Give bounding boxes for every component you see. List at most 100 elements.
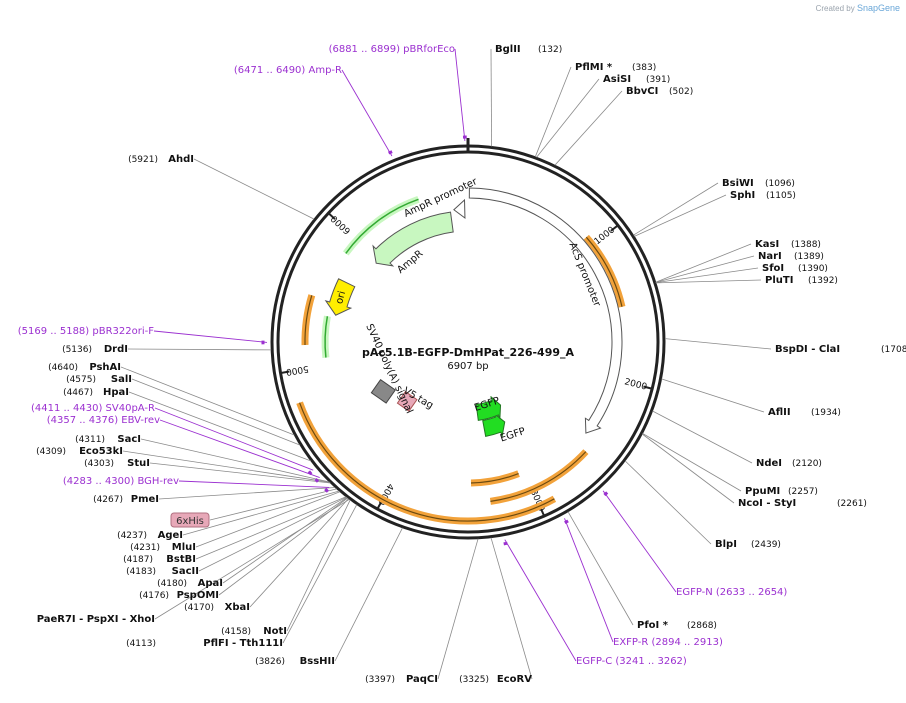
site-leader xyxy=(656,244,751,282)
site-position: (4309) xyxy=(36,447,66,457)
site-position: (4237) xyxy=(117,531,147,541)
site-name: ApaI xyxy=(198,578,223,589)
primer-mark xyxy=(565,521,568,523)
site-position: (4170) xyxy=(184,603,214,613)
site-bstbi: BstBI(4187) xyxy=(123,497,346,565)
site-bglii: BglII(132) xyxy=(491,44,562,146)
site-bspdi: BspDI - ClaI (1708) xyxy=(665,339,906,355)
site-leader xyxy=(159,488,335,500)
site-position: (2120) xyxy=(792,459,822,469)
site-position: (2261) xyxy=(837,499,867,509)
site-name: SacI xyxy=(117,434,141,445)
site-leader xyxy=(634,183,719,235)
site-name: AsiSI xyxy=(603,74,631,85)
site-leader xyxy=(568,512,633,625)
site-position: (4267) xyxy=(93,495,123,505)
site-leader xyxy=(625,461,711,544)
site-paqci: PaqCI (3397) xyxy=(365,539,478,685)
site-position: (4640) xyxy=(48,363,78,373)
site-name: PfoI * xyxy=(637,620,669,631)
backbone-outer xyxy=(272,146,664,538)
site-position: (1096) xyxy=(765,179,795,189)
primer-label: (4357 .. 4376) EBV-rev xyxy=(47,415,160,426)
site-position: (3397) xyxy=(365,675,395,685)
site-name: XbaI xyxy=(225,602,250,613)
primer-2: (5169 .. 5188) pBR322ori-F xyxy=(18,326,267,344)
site-name: PaqCI xyxy=(406,674,438,685)
primer-leader xyxy=(155,408,313,470)
site-position: (4311) xyxy=(75,435,105,445)
site-leader xyxy=(491,49,492,146)
site-name: PpuMI xyxy=(745,486,780,497)
site-leader xyxy=(219,498,348,595)
site-name: AhdI xyxy=(168,154,194,165)
site-ecorv: EcoRV(3325) xyxy=(459,538,532,685)
site-leader xyxy=(656,256,754,282)
site-mlui: MluI (4231) xyxy=(130,492,340,553)
site-position: (2868) xyxy=(687,621,717,631)
site-position: (132) xyxy=(538,45,562,55)
site-name: SphI xyxy=(730,190,755,201)
primer-0: (6881 .. 6899) pBRforEco xyxy=(329,44,467,141)
site-pflmi: PflMI *(383) xyxy=(535,62,656,157)
site-position: (1708) xyxy=(881,345,906,355)
site-name: AgeI xyxy=(158,530,183,541)
site-name: EcoRV xyxy=(497,674,532,685)
site-drdi: DrdI(5136) xyxy=(62,344,271,355)
feature-label: SV40 poly(A) signal xyxy=(363,322,414,415)
site-leader xyxy=(199,497,347,571)
primer-leader xyxy=(154,331,267,342)
site-name: BspDI - ClaI xyxy=(775,344,840,355)
primer-label: (4411 .. 4430) SV40pA-R xyxy=(31,403,155,414)
site-ncoi: NcoI - StyI (2261) xyxy=(642,434,867,509)
tick-label: 5000 xyxy=(285,363,310,377)
site-position: (2257) xyxy=(788,487,818,497)
site-leader xyxy=(132,379,300,445)
site-ahdi: AhdI(5921) xyxy=(128,154,314,219)
site-ndei: NdeI(2120) xyxy=(653,411,822,469)
site-leader xyxy=(653,411,753,463)
site-position: (1105) xyxy=(766,191,796,201)
backbone-ring xyxy=(272,138,664,538)
site-name: BstBI xyxy=(166,554,196,565)
site-name: BsiWI xyxy=(722,178,754,189)
site-name: PflFI - Tth111I xyxy=(203,638,283,649)
site-leader xyxy=(537,79,599,157)
site-position: (383) xyxy=(632,63,656,73)
snapgene-brand: Created by SnapGene xyxy=(816,3,900,13)
site-name: PmeI xyxy=(131,494,159,505)
site-leader xyxy=(129,392,311,461)
site-name: PaeR7I - PspXI - XhoI xyxy=(37,614,155,625)
site-name: NcoI - StyI xyxy=(738,498,796,509)
feature-ampr-promoter xyxy=(454,200,465,218)
primer-1: (6471 .. 6490) Amp-R xyxy=(234,65,392,156)
site-leader xyxy=(665,339,771,349)
primer-leader xyxy=(603,491,676,592)
site-position: (391) xyxy=(646,75,670,85)
tick-label: 2000 xyxy=(623,377,648,392)
site-leader xyxy=(335,528,403,661)
site-position: (4113) xyxy=(126,639,156,649)
site-sfoi: SfoI(1390) xyxy=(656,263,828,283)
site-position: (2439) xyxy=(751,540,781,550)
site-leader xyxy=(491,538,532,679)
primer-label: EXFP-R (2894 .. 2913) xyxy=(613,637,723,648)
site-position: (1389) xyxy=(794,252,824,262)
site-name: PluTI xyxy=(765,275,793,286)
site-position: (4180) xyxy=(157,579,187,589)
primer-label: EGFP-C (3241 .. 3262) xyxy=(576,656,687,667)
site-position: (4575) xyxy=(66,375,96,385)
site-noti: NotI(4158) xyxy=(221,500,350,637)
site-leader xyxy=(196,492,340,547)
site-position: (4231) xyxy=(130,543,160,553)
site-position: (5136) xyxy=(62,345,92,355)
site-leader xyxy=(283,505,357,643)
site-sphi: SphI (1105) xyxy=(634,190,796,236)
site-leader xyxy=(643,433,742,491)
site-leader xyxy=(642,434,734,503)
brand-prefix: Created by xyxy=(816,4,855,13)
primer-label: (6881 .. 6899) pBRforEco xyxy=(329,44,455,55)
site-name: MluI xyxy=(172,542,196,553)
site-leader xyxy=(634,195,726,236)
site-name: BssHII xyxy=(300,656,335,667)
